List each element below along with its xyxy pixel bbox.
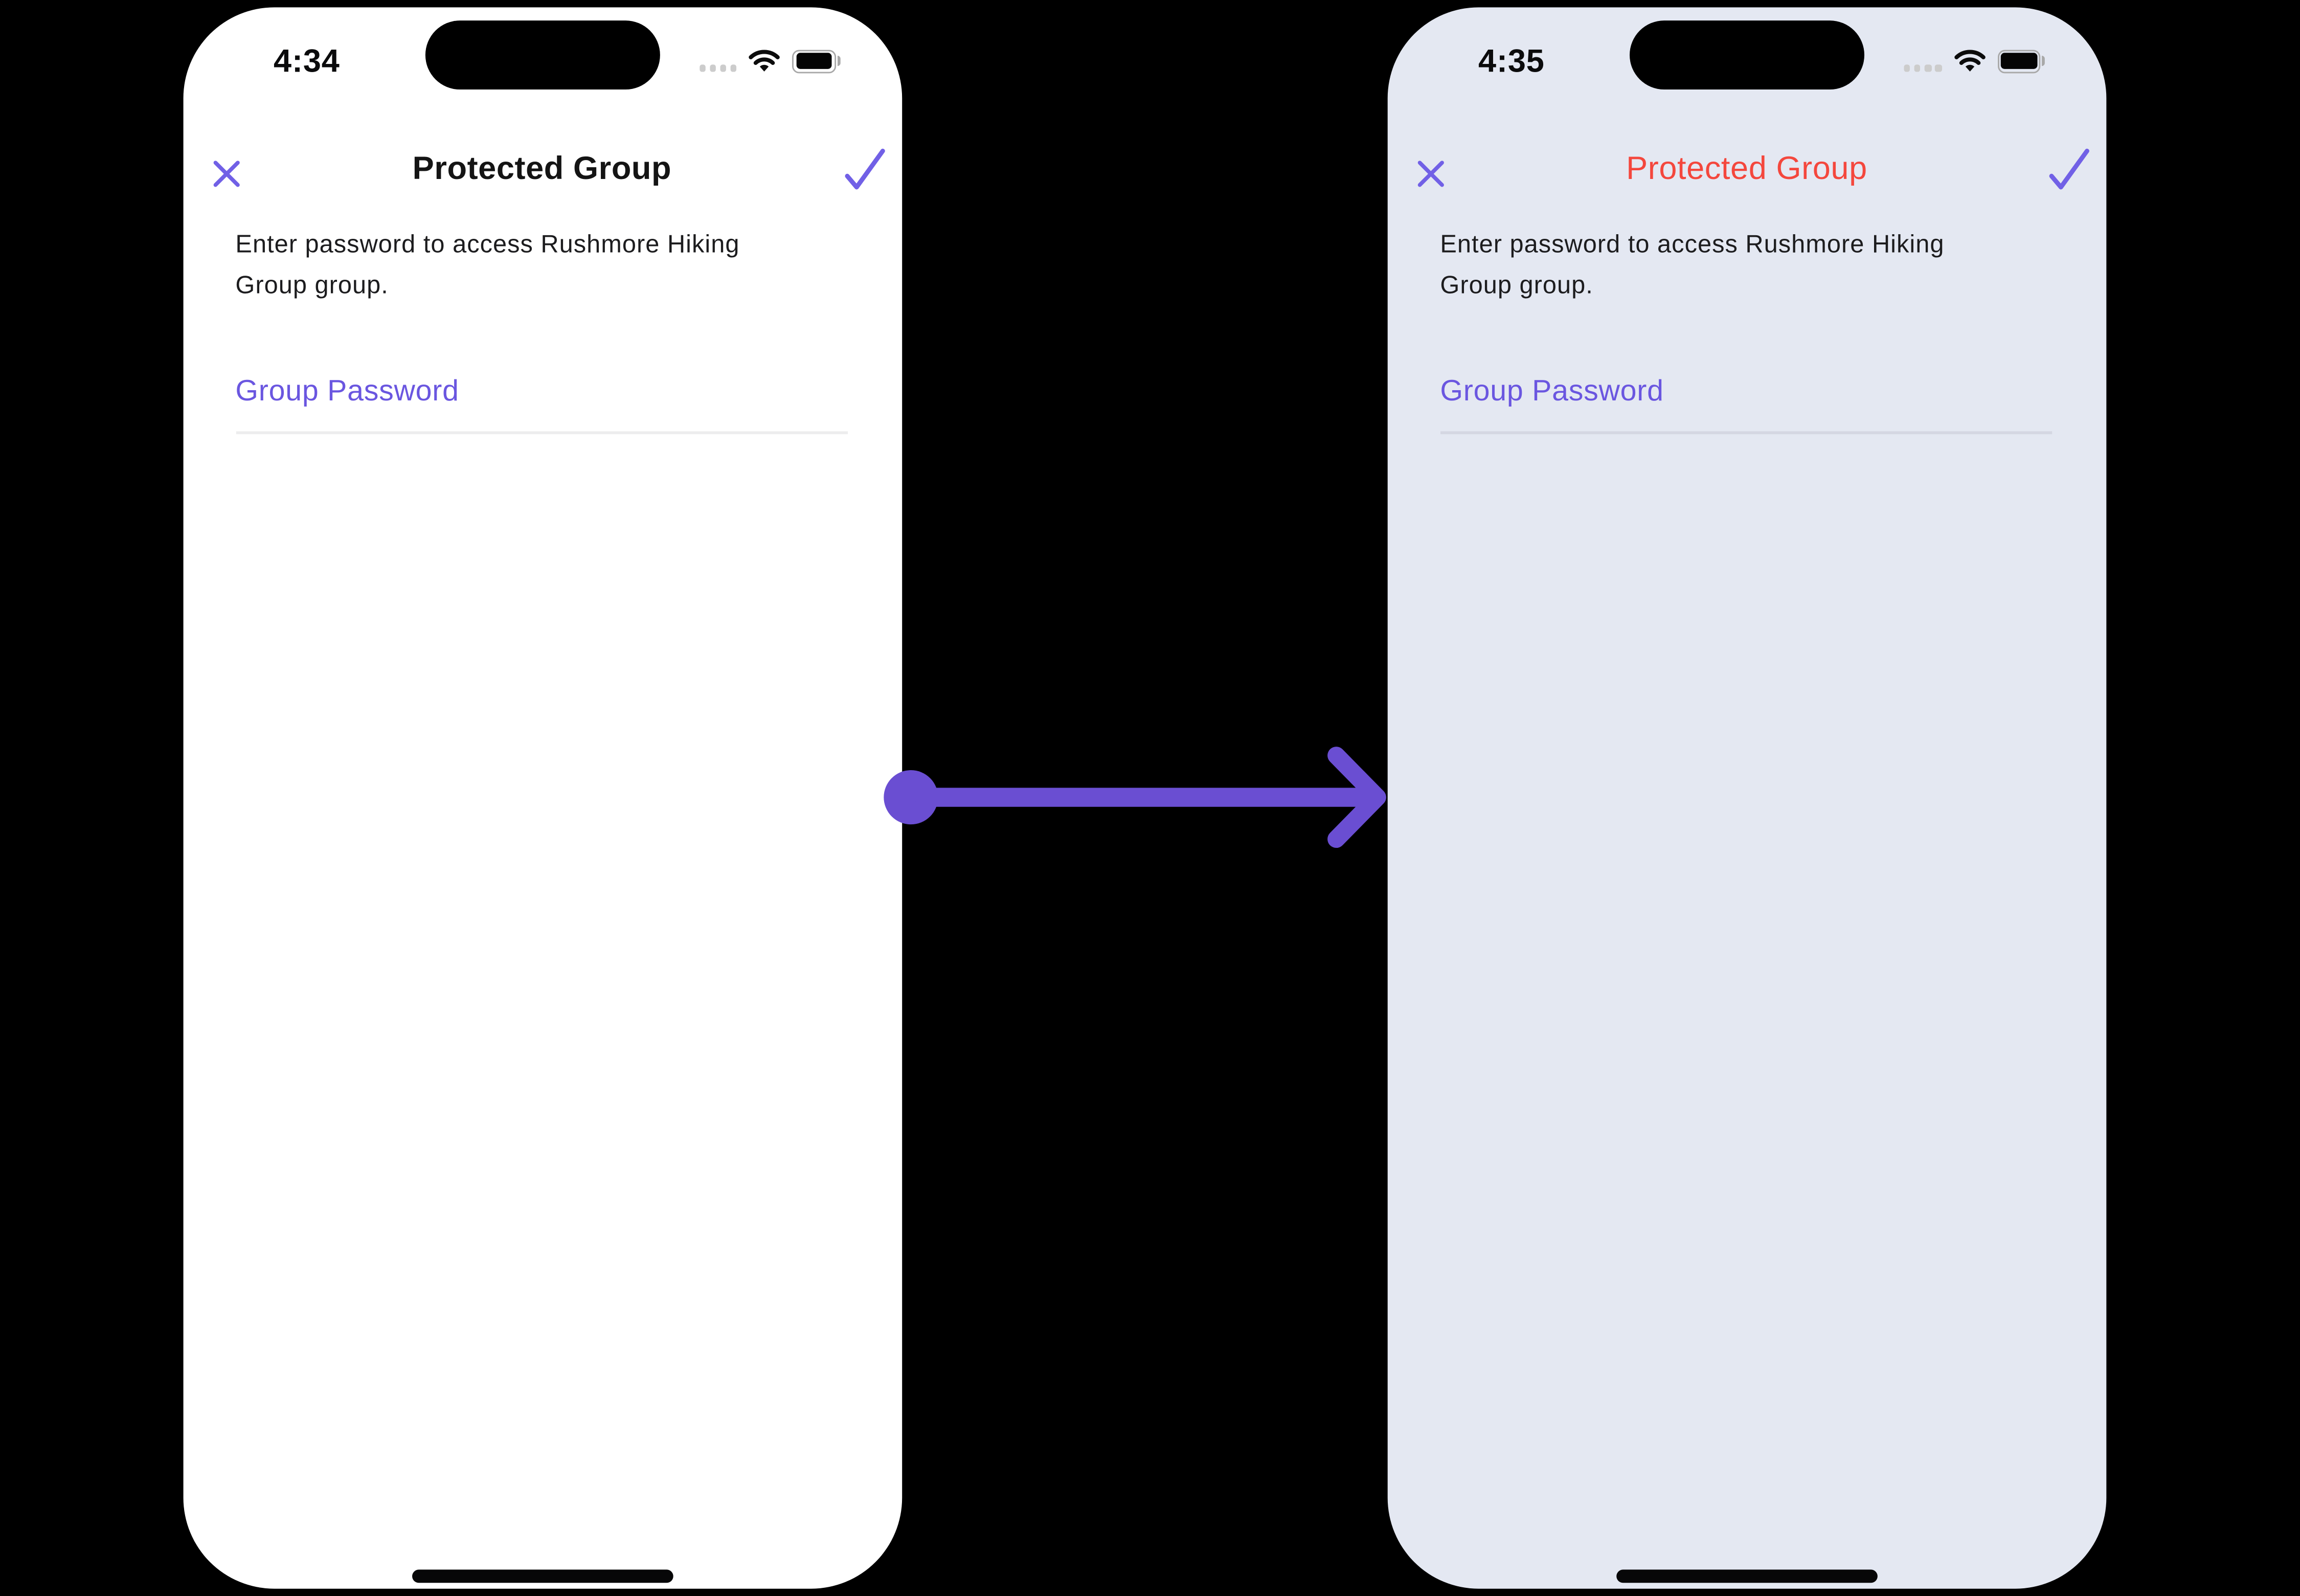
home-indicator[interactable]: [1616, 1568, 1878, 1583]
status-time: 4:34: [273, 42, 340, 79]
wifi-icon: [749, 50, 781, 72]
instruction-text: Enter password to access Rushmore Hiking…: [1440, 224, 1944, 305]
phone-screen-before: 4:34 Protecte: [183, 7, 901, 1589]
home-indicator[interactable]: [411, 1568, 673, 1583]
battery-icon: [793, 50, 841, 73]
status-icons: [1903, 38, 2045, 74]
confirm-check-icon[interactable]: [2046, 141, 2093, 195]
instruction-text: Enter password to access Rushmore Hiking…: [235, 224, 739, 305]
battery-nub: [837, 56, 841, 66]
close-icon[interactable]: [212, 160, 240, 188]
signal-dot: [1903, 64, 1910, 72]
group-password-field[interactable]: Group Password: [1440, 375, 1664, 408]
cellular-signal-icon: [1903, 64, 1942, 74]
battery-outline: [793, 50, 836, 73]
group-password-field[interactable]: Group Password: [235, 375, 459, 408]
battery-nub: [2041, 56, 2045, 66]
battery-level: [2000, 53, 2037, 70]
signal-dot: [709, 64, 716, 72]
page-title: Protected Group: [1626, 149, 1867, 187]
field-underline: [235, 431, 847, 434]
instruction-line-1: Enter password to access Rushmore Hiking: [1440, 230, 1945, 258]
instruction-line-2: Group group.: [235, 271, 389, 299]
status-icons: [698, 38, 841, 74]
dynamic-island: [1630, 20, 1865, 89]
signal-dot: [698, 64, 706, 72]
field-underline: [1440, 431, 2052, 434]
wifi-icon: [1954, 50, 1986, 72]
instruction-line-2: Group group.: [1440, 271, 1593, 299]
signal-dot: [1925, 64, 1931, 72]
close-icon[interactable]: [1417, 160, 1445, 188]
instruction-line-1: Enter password to access Rushmore Hiking: [235, 230, 740, 258]
confirm-check-icon[interactable]: [841, 141, 888, 195]
cellular-signal-icon: [698, 64, 737, 74]
battery-level: [796, 53, 832, 70]
signal-dot: [1914, 64, 1921, 72]
signal-dot: [730, 64, 737, 72]
battery-icon: [1997, 50, 2045, 73]
signal-dot: [720, 64, 727, 72]
page-title: Protected Group: [412, 149, 672, 187]
dynamic-island: [425, 20, 660, 89]
phone-screen-after: 4:35 Protecte: [1387, 7, 2106, 1589]
battery-outline: [1997, 50, 2040, 73]
status-time: 4:35: [1478, 42, 1545, 79]
signal-dot: [1935, 64, 1942, 72]
